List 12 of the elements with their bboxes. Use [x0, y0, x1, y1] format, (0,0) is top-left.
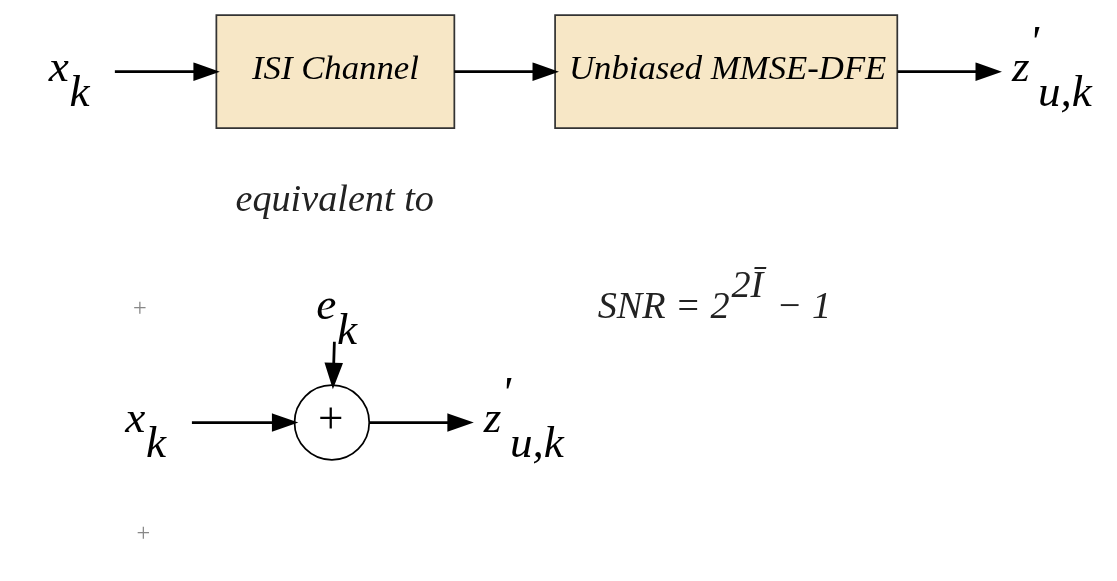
arrow	[897, 62, 1002, 81]
node-box: Unbiased MMSE-DFE	[553, 14, 898, 129]
arrow	[114, 62, 220, 81]
arrow	[323, 341, 343, 390]
arrow	[368, 413, 474, 432]
node-box: ISI Channel	[215, 14, 455, 129]
node-circle: +	[293, 384, 370, 461]
arrow	[191, 413, 298, 432]
label: equivalent to	[234, 176, 434, 219]
label: +	[135, 518, 150, 546]
arrow	[453, 62, 559, 81]
label: +	[132, 294, 147, 322]
